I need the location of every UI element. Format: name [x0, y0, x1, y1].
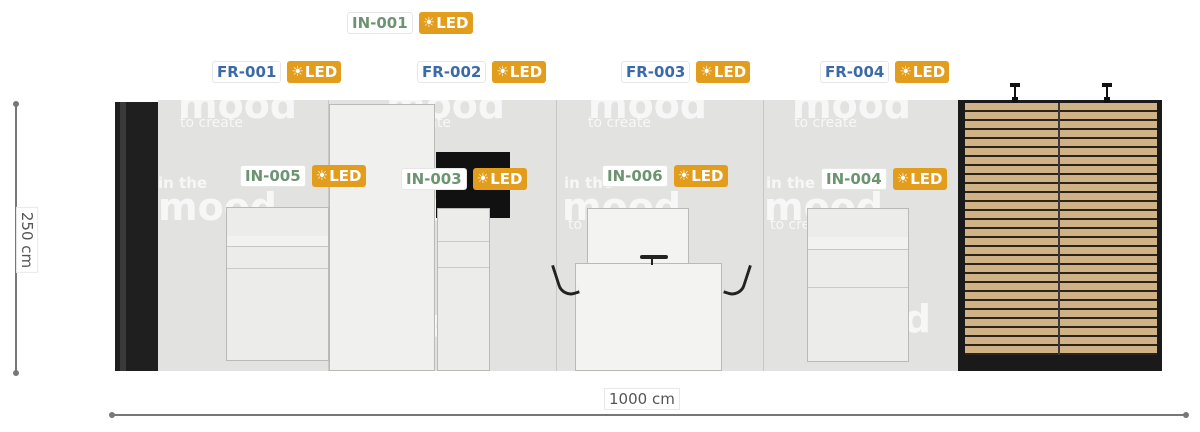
counter-edge	[227, 268, 328, 269]
width-dimension-label: 1000 cm	[604, 388, 680, 410]
spotlight-stem	[1014, 86, 1016, 100]
item-code: IN-001	[347, 12, 413, 34]
item-code: IN-006	[602, 165, 668, 187]
watermark-in-the: in the	[564, 174, 614, 192]
spotlight-head	[1104, 97, 1110, 103]
led-badge: ☀LED	[895, 61, 950, 83]
watermark-mood: mood	[588, 100, 708, 127]
counter-edge	[438, 241, 489, 242]
desk-stool-leg	[651, 255, 653, 265]
left-post-edge	[120, 102, 126, 371]
item-code: IN-004	[821, 168, 887, 190]
led-badge: ☀LED	[492, 61, 547, 83]
reception-desk	[575, 263, 722, 371]
tall-panel-fr-001	[329, 104, 435, 371]
label-fr-003: FR-003 ☀LED	[621, 61, 751, 83]
item-code: FR-001	[212, 61, 282, 83]
watermark-tagline: to create	[588, 115, 651, 131]
spotlight-icon	[1102, 83, 1112, 87]
led-label: LED	[329, 167, 362, 185]
wall-seam	[556, 100, 557, 371]
counter-edge	[438, 267, 489, 268]
width-dimension-endpoint	[109, 412, 115, 418]
counter-in-005	[226, 207, 329, 361]
spotlight-icon	[1010, 83, 1020, 87]
sun-icon: ☀	[896, 171, 910, 187]
led-badge: ☀LED	[892, 168, 947, 190]
watermark-mood: mood	[792, 100, 912, 127]
counter-in-003	[437, 208, 490, 371]
sun-icon: ☀	[496, 64, 509, 80]
watermark-in-the: in the	[766, 174, 816, 192]
wooden-slat-wall	[965, 103, 1157, 355]
led-label: LED	[713, 63, 747, 81]
sun-icon: ☀	[677, 168, 691, 184]
spotlight-head	[1012, 97, 1018, 103]
sun-icon: ☀	[422, 15, 436, 31]
label-fr-002: FR-002 ☀LED	[417, 61, 547, 83]
width-dimension-endpoint	[1183, 412, 1189, 418]
wall-seam	[763, 100, 764, 371]
sun-icon: ☀	[476, 171, 490, 187]
led-label: LED	[490, 170, 523, 188]
led-label: LED	[912, 63, 946, 81]
spotlight-stem	[1106, 86, 1108, 100]
height-dimension-label: 250 cm	[16, 206, 39, 274]
height-dimension-endpoint	[13, 370, 19, 376]
led-label: LED	[910, 170, 943, 188]
led-badge: ☀LED	[673, 165, 728, 187]
sun-icon: ☀	[291, 64, 304, 80]
height-dimension-endpoint	[13, 101, 19, 107]
label-in-004: IN-004 ☀LED	[821, 168, 947, 190]
item-code: FR-003	[621, 61, 691, 83]
counter-edge	[808, 287, 908, 288]
led-label: LED	[509, 63, 543, 81]
item-code: FR-002	[417, 61, 487, 83]
led-label: LED	[691, 167, 724, 185]
counter-top	[227, 236, 328, 247]
width-dimension-line	[112, 414, 1186, 416]
sun-icon: ☀	[700, 64, 713, 80]
label-in-005: IN-005 ☀LED	[240, 165, 366, 187]
item-code: IN-005	[240, 165, 306, 187]
counter-in-004	[807, 208, 909, 362]
label-in-001: IN-001 ☀LED	[347, 12, 473, 34]
led-badge: ☀LED	[418, 12, 473, 34]
led-badge: ☀LED	[696, 61, 751, 83]
label-fr-004: FR-004 ☀LED	[820, 61, 950, 83]
counter-in-006-back	[587, 208, 689, 268]
label-fr-001: FR-001 ☀LED	[212, 61, 342, 83]
sun-icon: ☀	[315, 168, 329, 184]
label-in-003: IN-003 ☀LED	[401, 168, 527, 190]
led-label: LED	[304, 63, 338, 81]
watermark-tagline: to create	[794, 115, 857, 131]
led-label: LED	[436, 14, 469, 32]
led-badge: ☀LED	[311, 165, 366, 187]
watermark-mood: mood	[178, 100, 298, 127]
led-badge: ☀LED	[472, 168, 527, 190]
height-dimension-line	[15, 104, 17, 372]
desk-stool	[640, 255, 668, 259]
watermark-tagline: to create	[180, 115, 243, 131]
slat-wall-divider	[1058, 103, 1060, 355]
sun-icon: ☀	[899, 64, 912, 80]
watermark-in-the: in the	[158, 174, 208, 192]
label-in-006: IN-006 ☀LED	[602, 165, 728, 187]
item-code: FR-004	[820, 61, 890, 83]
led-badge: ☀LED	[287, 61, 342, 83]
item-code: IN-003	[401, 168, 467, 190]
counter-top	[808, 237, 908, 250]
